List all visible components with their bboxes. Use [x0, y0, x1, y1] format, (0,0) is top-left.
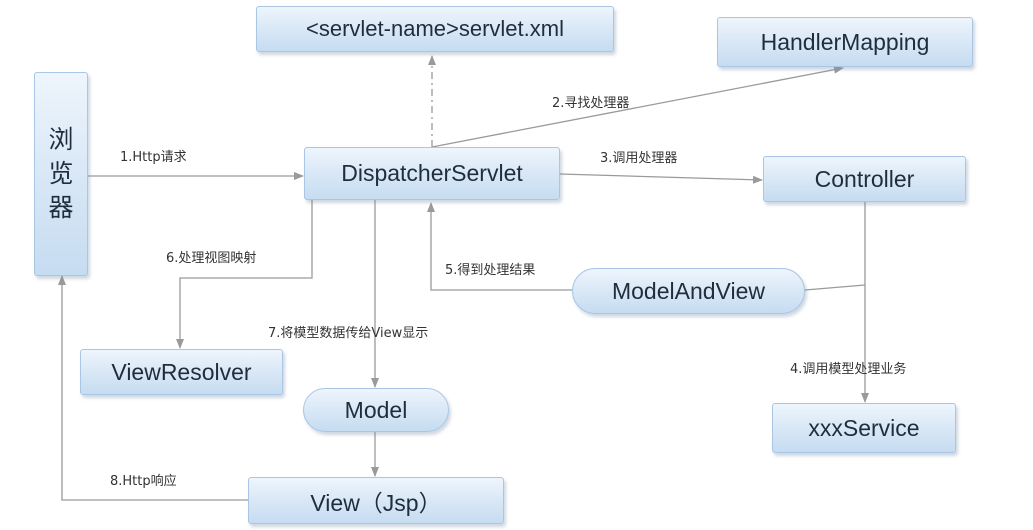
model-and-view-node: ModelAndView: [572, 268, 805, 314]
model-and-view-label: ModelAndView: [611, 277, 765, 304]
edge-1-label: 1.Http请求: [120, 150, 187, 165]
edge-4-label: 4.调用模型处理业务: [790, 362, 907, 377]
edge-5-arrow: [427, 202, 572, 291]
controller-label: Controller: [814, 165, 915, 192]
edge-3-label: 3.调用处理器: [600, 151, 678, 166]
edge-3-arrow: [559, 173, 763, 184]
browser-char-3: 器: [48, 193, 74, 222]
edge-7-label: 7.将模型数据传给View显示: [268, 326, 429, 341]
view-resolver-node: ViewResolver: [80, 349, 283, 395]
model-label: Model: [344, 396, 408, 423]
xxx-service-node: xxxService: [772, 403, 956, 453]
servlet-xml-node: <servlet-name>servlet.xml: [256, 6, 614, 52]
servlet-xml-label: <servlet-name>servlet.xml: [306, 16, 564, 41]
edge-2-label: 2.寻找处理器: [552, 96, 630, 111]
edge-controller-to-mav: [804, 284, 866, 291]
edge-2-arrow: [431, 65, 844, 148]
edge-6-label: 6.处理视图映射: [166, 251, 257, 266]
view-jsp-node: View（Jsp）: [248, 477, 504, 524]
edge-5-label: 5.得到处理结果: [445, 263, 536, 278]
browser-char-1: 浏: [48, 125, 74, 154]
edge-8-label: 8.Http响应: [110, 474, 177, 489]
edge-8-arrow: [58, 275, 248, 501]
browser-node: 浏 览 器: [34, 72, 88, 276]
view-resolver-label: ViewResolver: [111, 358, 252, 385]
handler-mapping-label: HandlerMapping: [760, 28, 930, 55]
xxx-service-label: xxxService: [808, 414, 920, 441]
edge-6-arrow: [176, 200, 313, 349]
controller-node: Controller: [763, 156, 966, 202]
view-jsp-label: View（Jsp）: [310, 489, 442, 516]
dispatcher-servlet-node: DispatcherServlet: [304, 147, 560, 200]
dispatcher-servlet-label: DispatcherServlet: [341, 160, 523, 186]
model-node: Model: [303, 388, 449, 432]
handler-mapping-node: HandlerMapping: [717, 17, 973, 67]
browser-char-2: 览: [48, 159, 74, 188]
